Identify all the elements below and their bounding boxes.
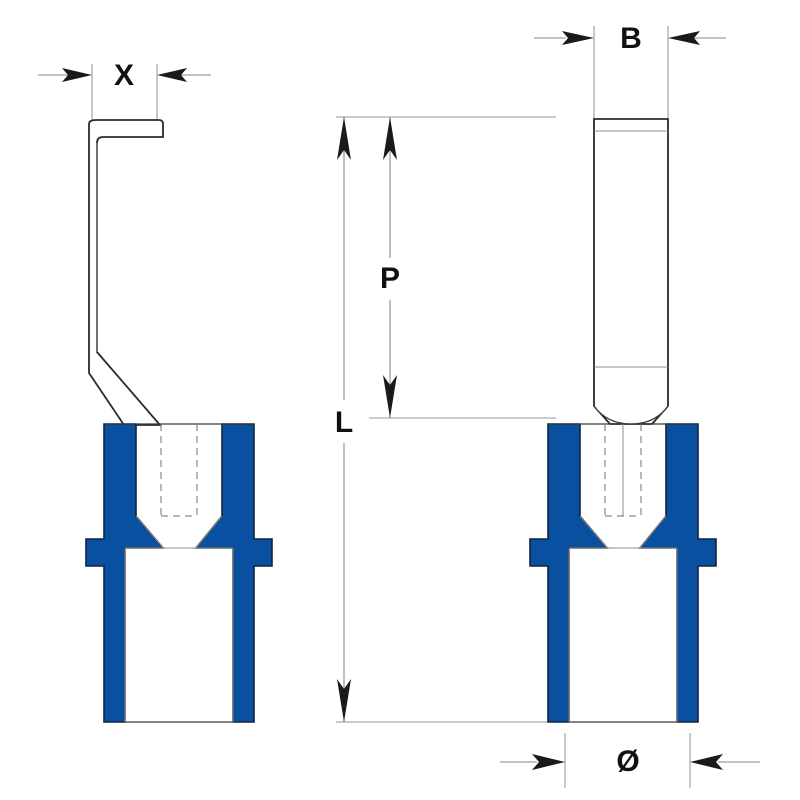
- insulation-sleeve-right-wall: [194, 423, 273, 723]
- dimension-x-group: X: [38, 59, 211, 133]
- dimension-p-arrowhead-bottom: [383, 375, 397, 418]
- dimension-b-arrowhead-left: [562, 31, 594, 45]
- dimension-l-label: L: [335, 406, 353, 439]
- dimension-diameter-arrowhead-left: [532, 754, 565, 770]
- dimension-l-group: L: [335, 117, 353, 722]
- dimension-p-arrowhead-top: [383, 117, 397, 160]
- dimension-x-arrowhead-left: [62, 68, 92, 82]
- dimension-p-label: P: [380, 262, 400, 295]
- dimension-b-label: B: [620, 22, 642, 55]
- barrel-taper-visible-line-right-view: [579, 515, 667, 549]
- barrel-taper-visible-line: [135, 515, 223, 549]
- dimension-b-group: B: [534, 22, 726, 122]
- dimension-b-arrowhead-right: [668, 31, 700, 45]
- right-view-group: B: [500, 22, 760, 788]
- dimension-x-label: X: [114, 59, 134, 92]
- dimension-x-arrowhead-right: [157, 68, 187, 82]
- dimension-l-arrowhead-bottom: [337, 679, 351, 722]
- insulation-sleeve-right-wall-right-view: [638, 423, 717, 723]
- dimension-diameter-arrowhead-right: [690, 754, 723, 770]
- left-view-group: X: [38, 59, 273, 723]
- dimension-p-group: P: [380, 117, 400, 418]
- straight-pin-outline: [593, 118, 669, 425]
- offset-flag-blade-outline: [88, 119, 164, 426]
- vertical-dimensions-group: L P: [335, 116, 556, 723]
- dimension-diameter-label: Ø: [616, 745, 639, 778]
- dimension-l-arrowhead-top: [337, 117, 351, 160]
- dimension-diameter-group: Ø: [500, 733, 760, 788]
